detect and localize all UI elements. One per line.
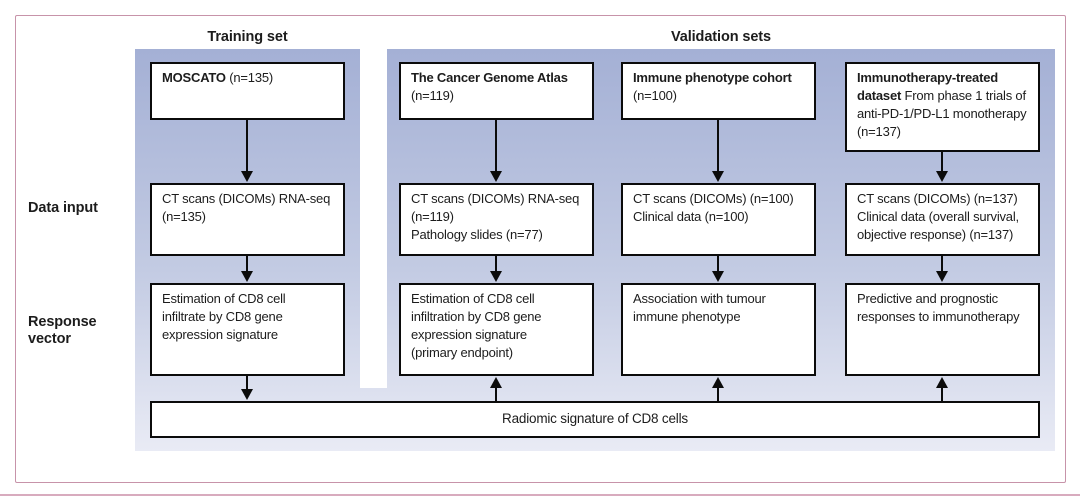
arrow-down-datainput-to-response-4 [936,256,948,282]
dataset-box-immunotherapy: Immunotherapy-treated dataset From phase… [845,62,1040,152]
validation-sets-header: Validation sets [670,29,772,45]
figure-frame [15,15,1066,483]
dataset-detail: From phase 1 trials of anti-PD-1/PD-L1 m… [857,88,1027,139]
dataset-name: Immune phenotype cohort [633,70,792,85]
dataset-name: MOSCATO [162,70,226,85]
arrow-up-signature-to-response-tcga [490,377,502,401]
dataset-detail: (n=100) [633,88,677,103]
training-validation-divider-gap [360,49,387,388]
response-box-immune-phenotype: Association with tumour immune phenotype [621,283,816,376]
arrow-down-datainput-to-response-3 [712,256,724,282]
arrow-up-signature-to-response-immunephenotype [712,377,724,401]
response-box-tcga: Estimation of CD8 cell infiltration by C… [399,283,594,376]
arrow-down-datainput-to-response-1 [241,256,253,282]
dataset-name: The Cancer Genome Atlas [411,70,568,85]
dataset-detail: (n=135) [225,70,274,85]
radiomic-signature-box: Radiomic signature of CD8 cells [150,401,1040,438]
arrow-down-response-to-signature [241,376,253,400]
training-set-header: Training set [207,29,288,45]
arrow-down-immunotherapy-to-datainput [936,152,948,182]
data-input-box-moscato: CT scans (DICOMs) RNA-seq (n=135) [150,183,345,256]
arrow-down-tcga-to-datainput [490,120,502,182]
dataset-box-immune-phenotype: Immune phenotype cohort (n=100) [621,62,816,120]
row-label-response-vector: Response vector [28,314,97,347]
dataset-name: Immunotherapy-treated dataset [857,70,998,103]
data-input-box-immunotherapy: CT scans (DICOMs) (n=137) Clinical data … [845,183,1040,256]
response-box-immunotherapy: Predictive and prognostic responses to i… [845,283,1040,376]
arrow-up-signature-to-response-immunotherapy [936,377,948,401]
arrow-down-moscato-to-datainput [241,120,253,182]
page-bottom-rule [0,494,1080,496]
data-input-box-tcga: CT scans (DICOMs) RNA-seq (n=119) Pathol… [399,183,594,256]
arrow-down-immunephenotype-to-datainput [712,120,724,182]
dataset-box-tcga: The Cancer Genome Atlas (n=119) [399,62,594,120]
arrow-down-datainput-to-response-2 [490,256,502,282]
dataset-box-moscato: MOSCATO (n=135) [150,62,345,120]
response-box-moscato: Estimation of CD8 cell infiltrate by CD8… [150,283,345,376]
row-label-data-input: Data input [28,200,98,216]
dataset-detail: (n=119) [411,88,454,103]
data-input-box-immune-phenotype: CT scans (DICOMs) (n=100) Clinical data … [621,183,816,256]
